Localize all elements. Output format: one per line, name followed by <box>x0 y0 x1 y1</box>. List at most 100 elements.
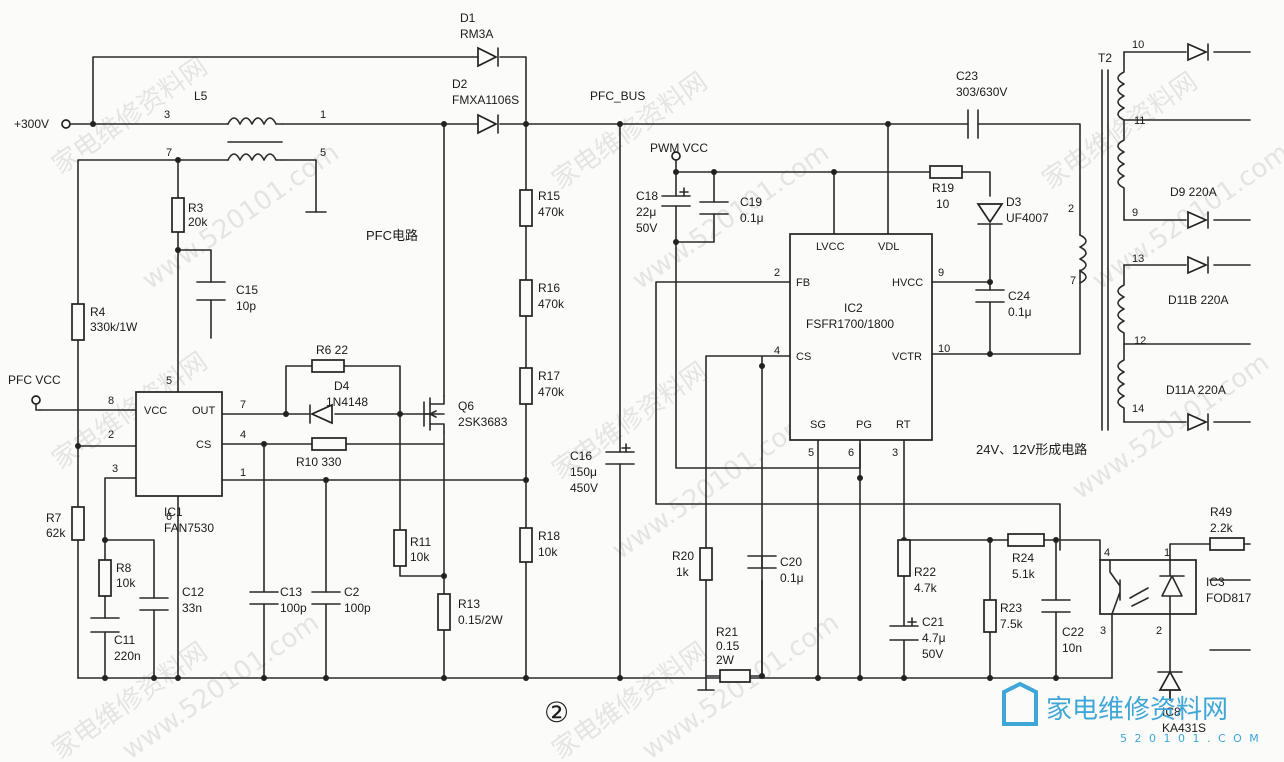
svg-text:L5: L5 <box>194 89 208 103</box>
svg-text:4.7k: 4.7k <box>914 581 938 595</box>
svg-text:RT: RT <box>896 419 911 431</box>
site-logo: 家电维修资料网 5 2 0 1 0 1 . C O M <box>1002 681 1259 745</box>
svg-text:1: 1 <box>240 467 246 479</box>
svg-text:Q6: Q6 <box>458 399 474 413</box>
svg-text:0.1μ: 0.1μ <box>1008 305 1032 319</box>
svg-text:C15: C15 <box>236 283 258 297</box>
svg-text:C24: C24 <box>1008 289 1030 303</box>
svg-text:C2: C2 <box>344 585 360 599</box>
svg-text:SG: SG <box>810 419 826 431</box>
svg-text:IC8: IC8 <box>1162 705 1181 719</box>
svg-text:100p: 100p <box>344 601 371 615</box>
svg-text:C20: C20 <box>780 555 802 569</box>
svg-text:C19: C19 <box>740 195 762 209</box>
diode-d2 <box>477 113 499 135</box>
svg-text:FAN7530: FAN7530 <box>164 521 214 535</box>
svg-text:R20: R20 <box>672 549 694 563</box>
svg-text:R19: R19 <box>932 181 954 195</box>
svg-text:220n: 220n <box>114 649 141 663</box>
svg-text:5: 5 <box>166 375 172 387</box>
svg-text:VCC: VCC <box>144 405 167 417</box>
svg-text:13: 13 <box>1132 253 1144 265</box>
ground-dots <box>102 673 1059 681</box>
svg-text:9: 9 <box>938 267 944 279</box>
svg-text:4: 4 <box>774 345 780 357</box>
svg-text:R23: R23 <box>1000 601 1022 615</box>
svg-text:2: 2 <box>1068 203 1074 215</box>
svg-text:10k: 10k <box>538 545 558 559</box>
svg-text:2: 2 <box>108 429 114 441</box>
svg-text:VDL: VDL <box>878 241 899 253</box>
svg-text:R16: R16 <box>538 281 560 295</box>
ic3-optocoupler <box>1099 559 1197 615</box>
svg-text:10: 10 <box>1132 39 1144 51</box>
svg-text:24V、12V形成电路: 24V、12V形成电路 <box>976 442 1087 457</box>
svg-text:+300V: +300V <box>14 117 49 131</box>
svg-text:10: 10 <box>938 343 950 355</box>
svg-text:62k: 62k <box>46 526 66 540</box>
svg-text:R7: R7 <box>46 511 62 525</box>
svg-text:4: 4 <box>1104 547 1110 559</box>
svg-text:2.2k: 2.2k <box>1210 521 1234 535</box>
diode-d4 <box>309 403 333 425</box>
svg-text:50V: 50V <box>636 221 657 235</box>
svg-text:www.520101.com: www.520101.com <box>137 138 345 296</box>
svg-text:0.1μ: 0.1μ <box>780 571 804 585</box>
svg-text:7: 7 <box>1070 275 1076 287</box>
svg-text:4: 4 <box>240 429 246 441</box>
svg-text:C18: C18 <box>636 189 658 203</box>
svg-text:2SK3683: 2SK3683 <box>458 415 508 429</box>
svg-text:C11: C11 <box>114 633 135 647</box>
svg-text:R6 22: R6 22 <box>316 343 348 357</box>
svg-text:FOD817: FOD817 <box>1206 591 1252 605</box>
labels: +300V PFC VCC PWM VCC PFC_BUS PFC电路 24V、… <box>8 11 1252 735</box>
svg-text:4.7μ: 4.7μ <box>922 631 946 645</box>
svg-text:0.15: 0.15 <box>716 639 740 653</box>
svg-text:VCTR: VCTR <box>892 351 922 363</box>
svg-text:R8: R8 <box>116 561 132 575</box>
svg-text:7: 7 <box>166 147 172 159</box>
svg-text:9: 9 <box>1132 207 1138 219</box>
svg-text:PWM VCC: PWM VCC <box>650 141 708 155</box>
svg-text:2: 2 <box>774 267 780 279</box>
svg-text:8: 8 <box>108 395 114 407</box>
svg-text:D2: D2 <box>452 77 468 91</box>
svg-text:10n: 10n <box>1062 641 1082 655</box>
svg-text:R11: R11 <box>410 535 431 549</box>
svg-text:②: ② <box>544 697 569 728</box>
svg-text:HVCC: HVCC <box>892 277 923 289</box>
svg-text:10: 10 <box>936 197 950 211</box>
svg-text:R10 330: R10 330 <box>296 455 342 469</box>
svg-text:R13: R13 <box>458 597 480 611</box>
svg-text:PFC_BUS: PFC_BUS <box>590 89 645 103</box>
svg-text:IC1: IC1 <box>164 505 183 519</box>
svg-text:PG: PG <box>856 419 872 431</box>
inductor-l5 <box>227 117 283 161</box>
terminals <box>31 119 681 411</box>
svg-text:R22: R22 <box>914 565 936 579</box>
svg-text:PFC VCC: PFC VCC <box>8 373 61 387</box>
svg-text:R15: R15 <box>538 189 560 203</box>
svg-text:D11A 220A: D11A 220A <box>1166 383 1226 397</box>
svg-text:C21: C21 <box>922 615 944 629</box>
svg-text:10k: 10k <box>116 576 136 590</box>
svg-text:470k: 470k <box>538 205 565 219</box>
svg-text:1: 1 <box>320 109 326 121</box>
svg-text:D4: D4 <box>334 379 350 393</box>
svg-text:IC2: IC2 <box>844 301 863 315</box>
svg-text:FB: FB <box>796 277 810 289</box>
mosfet-q6 <box>423 395 445 433</box>
svg-text:D1: D1 <box>460 11 476 25</box>
diode-d3 <box>976 203 1004 225</box>
svg-text:10k: 10k <box>410 550 430 564</box>
svg-text:CS: CS <box>196 439 211 451</box>
svg-text:C13: C13 <box>280 585 302 599</box>
svg-text:0.1μ: 0.1μ <box>740 211 764 225</box>
svg-text:5: 5 <box>808 447 814 459</box>
svg-text:1: 1 <box>1164 547 1170 559</box>
svg-text:FMXA1106S: FMXA1106S <box>452 93 519 107</box>
wires <box>39 51 1251 701</box>
svg-text:OUT: OUT <box>192 405 216 417</box>
